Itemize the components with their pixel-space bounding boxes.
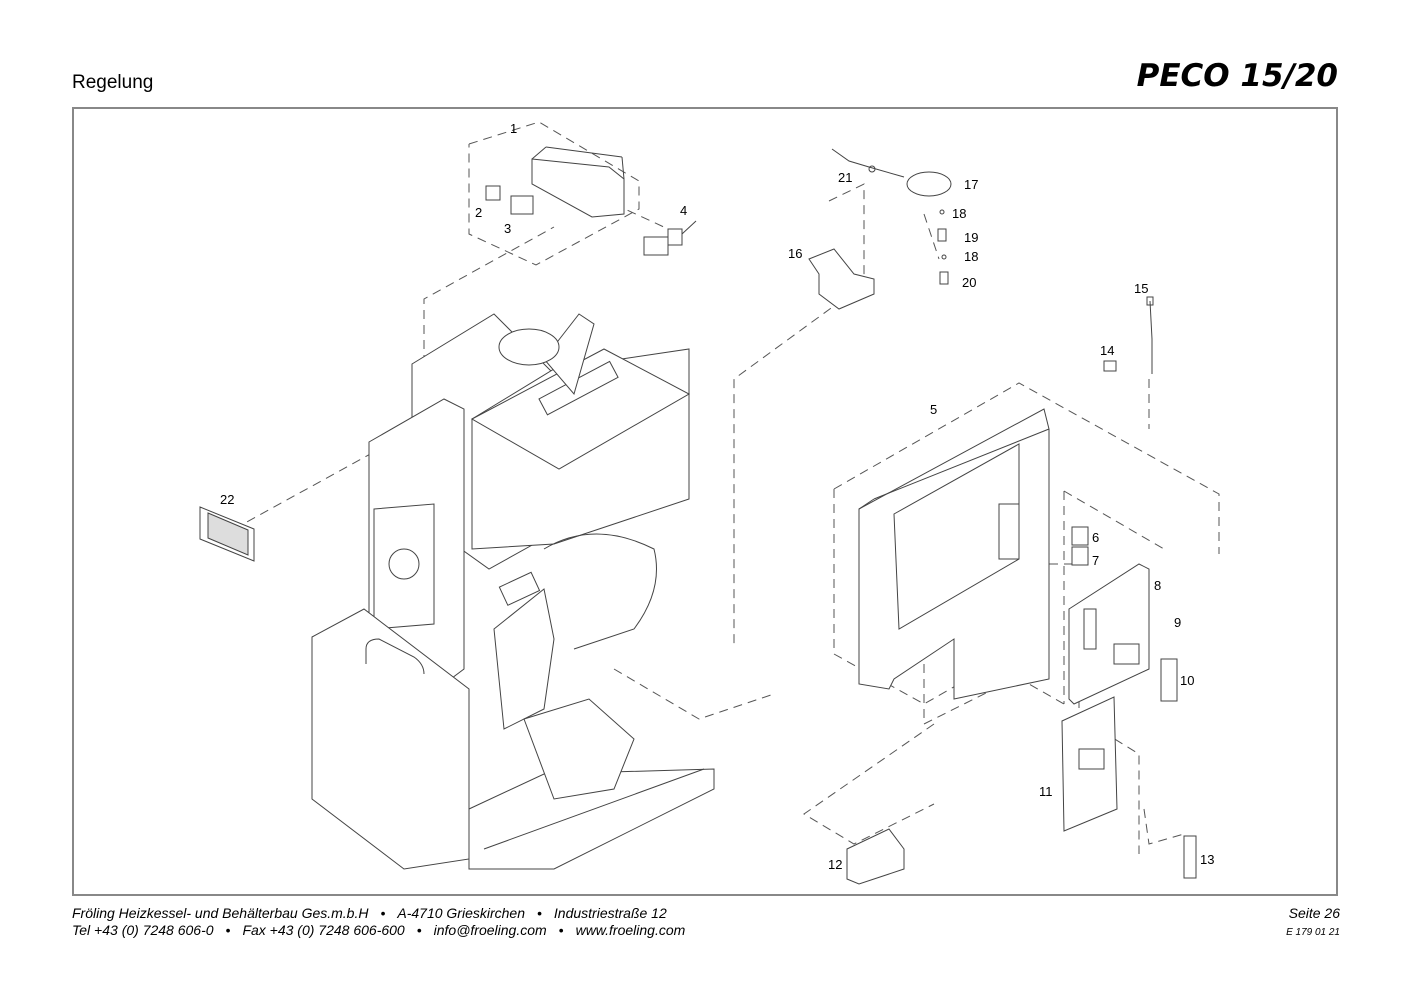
footer-contact-line: Tel +43 (0) 7248 606-0•Fax +43 (0) 7248 … bbox=[72, 922, 686, 938]
fax: Fax +43 (0) 7248 606-600 bbox=[242, 922, 405, 938]
callout-6: 6 bbox=[1092, 530, 1099, 545]
control-box-part bbox=[485, 146, 625, 218]
callout-8: 8 bbox=[1154, 578, 1161, 593]
callout-17: 17 bbox=[964, 177, 978, 192]
callout-19: 19 bbox=[964, 230, 978, 245]
boiler-body bbox=[311, 313, 715, 870]
cable-part bbox=[1103, 296, 1154, 374]
web-link[interactable]: www.froeling.com bbox=[575, 922, 686, 938]
callout-11: 11 bbox=[1039, 784, 1053, 799]
callout-20: 20 bbox=[962, 275, 976, 290]
callout-15: 15 bbox=[1134, 281, 1148, 296]
address-street: Industriestraße 12 bbox=[553, 905, 667, 921]
sensor-part bbox=[831, 148, 952, 285]
footer-address-line: Fröling Heizkessel- und Behälterbau Ges.… bbox=[72, 905, 667, 921]
callout-18a: 18 bbox=[952, 206, 966, 221]
callout-2: 2 bbox=[475, 205, 482, 220]
main-board-part bbox=[1068, 563, 1150, 705]
diagram-canvas: 1 2 3 4 5 6 7 8 9 10 11 12 13 14 15 16 1… bbox=[199, 121, 1220, 885]
phone: Tel +43 (0) 7248 606-0 bbox=[72, 922, 214, 938]
callout-14: 14 bbox=[1100, 343, 1114, 358]
callout-1: 1 bbox=[510, 121, 517, 136]
callout-16: 16 bbox=[788, 246, 802, 261]
relay-part bbox=[1071, 526, 1089, 566]
callout-9: 9 bbox=[1174, 615, 1181, 630]
email-link[interactable]: info@froeling.com bbox=[433, 922, 547, 938]
address-city: A-4710 Grieskirchen bbox=[397, 905, 525, 921]
plate-part-10 bbox=[1160, 658, 1178, 702]
document-number: E 179 01 21 bbox=[1286, 927, 1340, 938]
board-part-12 bbox=[846, 828, 905, 885]
callout-3: 3 bbox=[504, 221, 511, 236]
callout-13: 13 bbox=[1200, 852, 1214, 867]
page-number: Seite 26 bbox=[1288, 905, 1340, 921]
company-name: Fröling Heizkessel- und Behälterbau Ges.… bbox=[72, 905, 369, 921]
callout-22: 22 bbox=[220, 492, 234, 507]
connector-part bbox=[643, 220, 697, 256]
housing-frame-part bbox=[858, 408, 1050, 700]
bracket-part bbox=[808, 248, 875, 310]
exploded-parts-diagram: 1 2 3 4 5 6 7 8 9 10 11 12 13 14 15 16 1… bbox=[72, 107, 1338, 896]
callout-7: 7 bbox=[1092, 553, 1099, 568]
model-title: PECO 15/20 bbox=[1136, 58, 1338, 94]
section-title: Regelung bbox=[72, 72, 154, 93]
callout-4: 4 bbox=[680, 203, 687, 218]
plate-part-13 bbox=[1183, 835, 1197, 879]
display-part bbox=[199, 506, 255, 562]
callouts: 1 2 3 4 5 6 7 8 9 10 11 12 13 14 15 16 1… bbox=[220, 121, 1214, 872]
callout-5: 5 bbox=[930, 402, 937, 417]
callout-21: 21 bbox=[838, 170, 852, 185]
callout-12: 12 bbox=[828, 857, 842, 872]
callout-10: 10 bbox=[1180, 673, 1194, 688]
board-part-11 bbox=[1061, 696, 1118, 832]
callout-18b: 18 bbox=[964, 249, 978, 264]
